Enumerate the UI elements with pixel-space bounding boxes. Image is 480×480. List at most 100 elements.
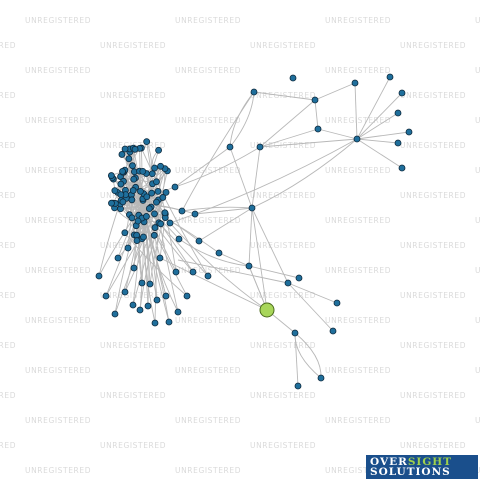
network-node bbox=[162, 188, 170, 196]
network-edge bbox=[141, 204, 196, 215]
network-node bbox=[161, 209, 169, 217]
network-edge bbox=[131, 150, 160, 219]
network-node bbox=[128, 196, 136, 204]
network-edge bbox=[177, 259, 289, 284]
network-node bbox=[155, 146, 162, 154]
watermark-text: UNREGISTERED bbox=[25, 416, 91, 425]
network-node bbox=[317, 374, 325, 382]
network-node bbox=[250, 88, 258, 96]
logo-word-sight: SIGHT bbox=[407, 456, 453, 468]
network-edge bbox=[317, 128, 358, 140]
network-edge bbox=[178, 238, 250, 267]
watermark-text: UNREGISTERED bbox=[175, 216, 241, 225]
watermark-text: UNREGISTERED bbox=[475, 116, 480, 125]
network-edge bbox=[117, 221, 145, 259]
network-node bbox=[151, 224, 159, 231]
watermark-text: UNREGISTERED bbox=[175, 266, 241, 275]
watermark-text: UNREGISTERED bbox=[25, 116, 91, 125]
watermark-text: UNREGISTERED bbox=[475, 66, 480, 75]
watermark-text: UNREGISTERED bbox=[475, 266, 480, 275]
watermark-text: UNREGISTERED bbox=[0, 191, 16, 200]
network-node bbox=[353, 135, 361, 143]
network-node bbox=[146, 280, 154, 288]
network-edge bbox=[251, 138, 358, 209]
network-node bbox=[121, 229, 129, 237]
network-node bbox=[139, 167, 147, 175]
network-edge bbox=[294, 332, 322, 379]
network-node bbox=[143, 213, 150, 220]
network-node bbox=[157, 162, 164, 170]
network-edge bbox=[229, 146, 253, 209]
watermark-text: UNREGISTERED bbox=[250, 341, 316, 350]
node-layer bbox=[95, 73, 413, 390]
watermark-text: UNREGISTERED bbox=[175, 316, 241, 325]
network-node bbox=[150, 231, 158, 239]
network-node bbox=[153, 178, 160, 186]
network-edge bbox=[356, 138, 403, 169]
network-node bbox=[289, 74, 297, 82]
watermark-text: UNREGISTERED bbox=[250, 191, 316, 200]
network-node bbox=[175, 235, 183, 243]
network-node bbox=[111, 310, 119, 318]
network-node bbox=[117, 191, 125, 199]
network-edge bbox=[181, 206, 253, 212]
watermark-text: UNREGISTERED bbox=[175, 166, 241, 175]
network-node bbox=[311, 96, 319, 104]
network-node bbox=[329, 327, 337, 335]
network-node bbox=[137, 187, 144, 195]
network-node bbox=[153, 296, 161, 304]
network-edge bbox=[259, 138, 358, 148]
network-node bbox=[140, 233, 147, 241]
network-edge bbox=[287, 282, 334, 332]
network-node bbox=[121, 145, 129, 153]
network-node bbox=[102, 292, 110, 300]
watermark-text: UNREGISTERED bbox=[325, 266, 391, 275]
network-node bbox=[108, 199, 115, 207]
logo-word-over: OVER bbox=[370, 456, 408, 468]
watermark-text: UNREGISTERED bbox=[0, 41, 16, 50]
watermark-text: UNREGISTERED bbox=[100, 241, 166, 250]
network-edge bbox=[98, 202, 121, 277]
watermark-text: UNREGISTERED bbox=[0, 391, 16, 400]
network-edge bbox=[253, 91, 316, 101]
watermark-text: UNREGISTERED bbox=[400, 91, 466, 100]
focus-node bbox=[259, 302, 275, 318]
network-node bbox=[351, 79, 359, 87]
watermark-text: UNREGISTERED bbox=[25, 466, 91, 475]
network-node bbox=[138, 279, 146, 287]
watermark-text: UNREGISTERED bbox=[0, 91, 16, 100]
watermark-layer: UNREGISTERED UNREGISTERED UNREGISTERED UNRE… bbox=[0, 16, 480, 475]
network-node bbox=[172, 268, 180, 276]
network-node bbox=[95, 272, 103, 280]
network-edge bbox=[141, 204, 194, 273]
network-edge bbox=[174, 146, 261, 188]
network-node bbox=[145, 205, 153, 212]
network-edge bbox=[314, 99, 319, 130]
network-edge bbox=[112, 177, 155, 215]
network-node bbox=[156, 254, 164, 262]
network-node bbox=[130, 264, 138, 272]
network-node bbox=[151, 319, 159, 327]
watermark-text: UNREGISTERED bbox=[100, 391, 166, 400]
network-node bbox=[248, 204, 256, 212]
network-edge bbox=[181, 91, 255, 212]
watermark-text: UNREGISTERED bbox=[175, 366, 241, 375]
watermark-text: UNREGISTERED bbox=[175, 116, 241, 125]
network-edge bbox=[294, 332, 299, 387]
watermark-text: UNREGISTERED bbox=[400, 391, 466, 400]
network-edge bbox=[287, 282, 338, 304]
watermark-text: UNREGISTERED bbox=[25, 266, 91, 275]
watermark-text: UNREGISTERED bbox=[100, 441, 166, 450]
network-node bbox=[119, 167, 126, 175]
network-node bbox=[129, 187, 137, 194]
network-node bbox=[405, 128, 413, 136]
watermark-text: UNREGISTERED bbox=[400, 41, 466, 50]
watermark-text: UNREGISTERED bbox=[325, 66, 391, 75]
network-node bbox=[215, 249, 223, 257]
network-node bbox=[159, 194, 167, 201]
network-edge bbox=[251, 207, 289, 284]
network-node bbox=[171, 183, 179, 191]
network-edge bbox=[248, 207, 253, 267]
watermark-text: UNREGISTERED bbox=[475, 416, 480, 425]
watermark-text: UNREGISTERED bbox=[250, 391, 316, 400]
